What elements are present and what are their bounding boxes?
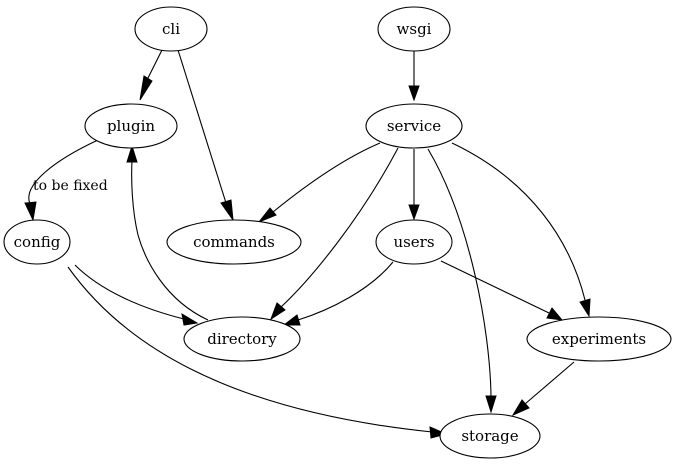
node-label-cli: cli — [162, 20, 180, 38]
node-plugin: plugin — [84, 103, 178, 149]
edge-cli-commands — [177, 49, 234, 222]
node-commands: commands — [166, 219, 302, 265]
edge-service-storage — [427, 148, 497, 414]
node-label-service: service — [387, 117, 441, 135]
node-cli: cli — [134, 6, 208, 52]
edge-service-directory — [270, 147, 399, 321]
edge-wsgi-service — [408, 51, 420, 102]
node-service: service — [365, 103, 463, 149]
node-label-experiments: experiments — [552, 330, 646, 348]
edge-service-commands — [257, 142, 381, 224]
node-users: users — [375, 219, 453, 265]
node-storage: storage — [439, 413, 541, 459]
edge-plugin-config — [24, 139, 99, 222]
edge-directory-plugin — [126, 144, 209, 321]
edge-experiments-storage — [511, 361, 575, 417]
node-label-directory: directory — [207, 330, 277, 348]
edge-users-directory — [282, 261, 394, 326]
node-experiments: experiments — [526, 316, 672, 362]
edge-config-directory — [74, 264, 199, 326]
edge-cli-plugin — [139, 49, 163, 101]
node-label-commands: commands — [193, 233, 275, 251]
node-label-storage: storage — [461, 427, 518, 445]
node-wsgi: wsgi — [377, 6, 451, 52]
node-label-plugin: plugin — [107, 117, 155, 135]
node-label-wsgi: wsgi — [397, 20, 432, 38]
node-label-users: users — [393, 233, 434, 251]
node-label-config: config — [14, 233, 61, 251]
node-config: config — [3, 219, 71, 265]
edge-users-experiments — [440, 260, 564, 321]
edge-service-experiments — [451, 142, 591, 318]
edge-service-users — [408, 149, 420, 221]
node-directory: directory — [183, 316, 301, 362]
edge-config-storage — [67, 266, 448, 439]
edge-label-to-be-fixed: to be fixed — [33, 178, 108, 194]
